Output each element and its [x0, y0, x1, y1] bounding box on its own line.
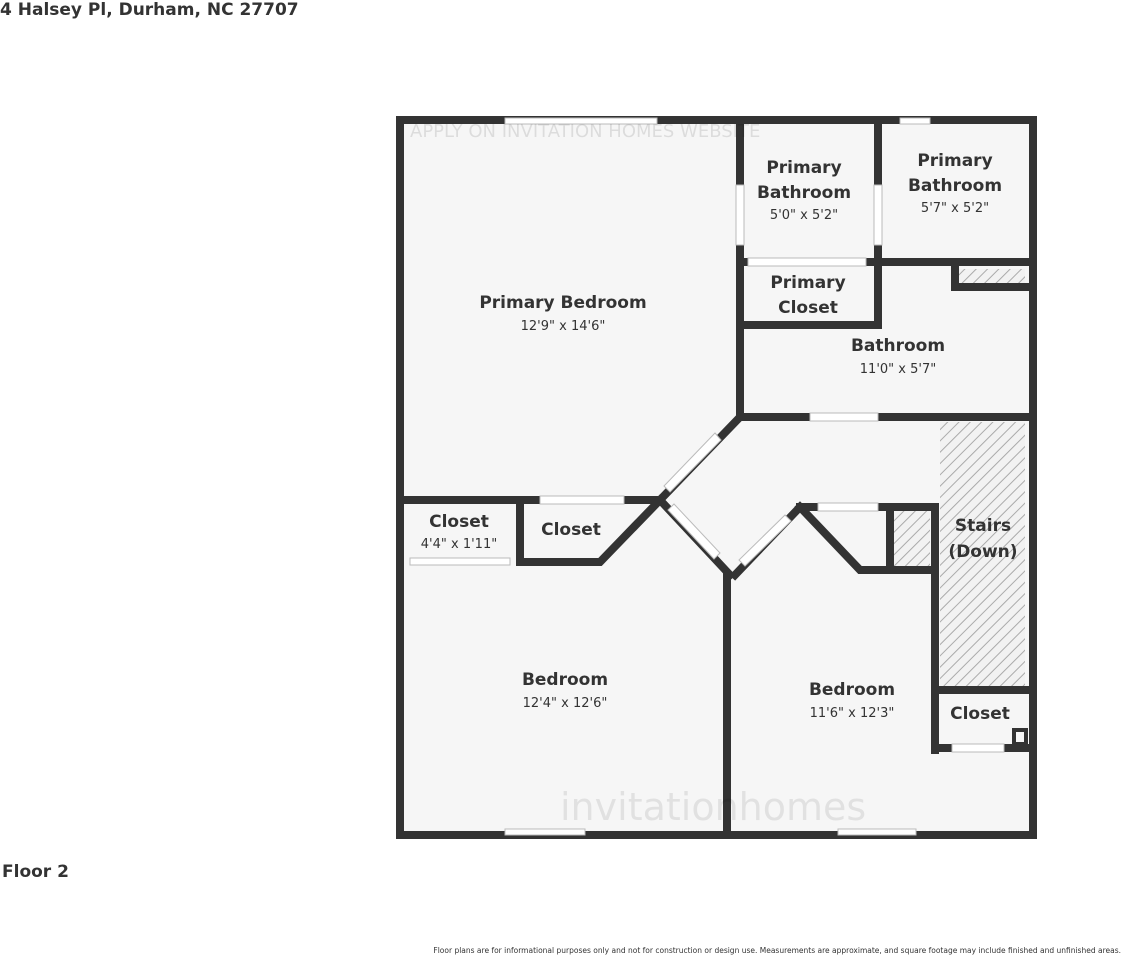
- hatch-box: [893, 511, 930, 567]
- room-primary-bedroom: Primary Bedroom 12'9" x 14'6": [479, 293, 646, 334]
- room-closet-right: Closet: [950, 704, 1010, 724]
- svg-text:12'4" x 12'6": 12'4" x 12'6": [523, 696, 608, 711]
- room-bedroom-right: Bedroom 11'6" x 12'3": [809, 680, 895, 721]
- svg-text:(Down): (Down): [948, 542, 1017, 562]
- room-bathroom: Bathroom 11'0" x 5'7": [851, 336, 945, 377]
- svg-text:Primary: Primary: [770, 273, 845, 293]
- svg-text:Bedroom: Bedroom: [522, 670, 608, 690]
- room-closet-middle: Closet: [541, 520, 601, 540]
- svg-text:Bathroom: Bathroom: [757, 183, 851, 203]
- svg-text:Closet: Closet: [778, 298, 838, 318]
- svg-text:11'0" x 5'7": 11'0" x 5'7": [860, 362, 936, 377]
- svg-text:Closet: Closet: [429, 512, 489, 532]
- disclaimer: Floor plans are for informational purpos…: [433, 946, 1121, 955]
- stairs-hatch: [940, 422, 1025, 687]
- svg-text:11'6" x 12'3": 11'6" x 12'3": [810, 706, 895, 721]
- svg-text:Primary: Primary: [766, 158, 841, 178]
- svg-text:Closet: Closet: [950, 704, 1010, 724]
- room-primary-bathroom-2: Primary Bathroom 5'7" x 5'2": [908, 151, 1002, 216]
- room-primary-bathroom-1: Primary Bathroom 5'0" x 5'2": [757, 158, 851, 223]
- room-closet-left: Closet 4'4" x 1'11": [421, 512, 497, 552]
- svg-text:Bathroom: Bathroom: [851, 336, 945, 356]
- svg-text:Bedroom: Bedroom: [809, 680, 895, 700]
- watermark: invitationhomes: [560, 785, 866, 829]
- room-primary-closet: Primary Closet: [770, 273, 845, 318]
- svg-text:4'4" x 1'11": 4'4" x 1'11": [421, 537, 497, 552]
- address-title: 4 Halsey Pl, Durham, NC 27707: [0, 0, 299, 20]
- watermark-top: APPLY ON INVITATION HOMES WEBSITE: [410, 121, 760, 142]
- svg-text:5'0" x 5'2": 5'0" x 5'2": [770, 208, 838, 223]
- svg-text:Primary Bedroom: Primary Bedroom: [479, 293, 646, 313]
- floor-label: Floor 2: [2, 862, 69, 882]
- svg-text:5'7" x 5'2": 5'7" x 5'2": [921, 201, 989, 216]
- room-stairs: Stairs (Down): [948, 516, 1017, 562]
- svg-text:Closet: Closet: [541, 520, 601, 540]
- svg-text:Stairs: Stairs: [955, 516, 1011, 536]
- room-bedroom-left: Bedroom 12'4" x 12'6": [522, 670, 608, 711]
- hatch-small: [958, 269, 1025, 285]
- svg-text:Bathroom: Bathroom: [908, 176, 1002, 196]
- floor-area: [404, 124, 1029, 831]
- svg-text:12'9" x 14'6": 12'9" x 14'6": [521, 319, 606, 334]
- svg-text:Primary: Primary: [917, 151, 992, 171]
- openings: [409, 117, 1005, 836]
